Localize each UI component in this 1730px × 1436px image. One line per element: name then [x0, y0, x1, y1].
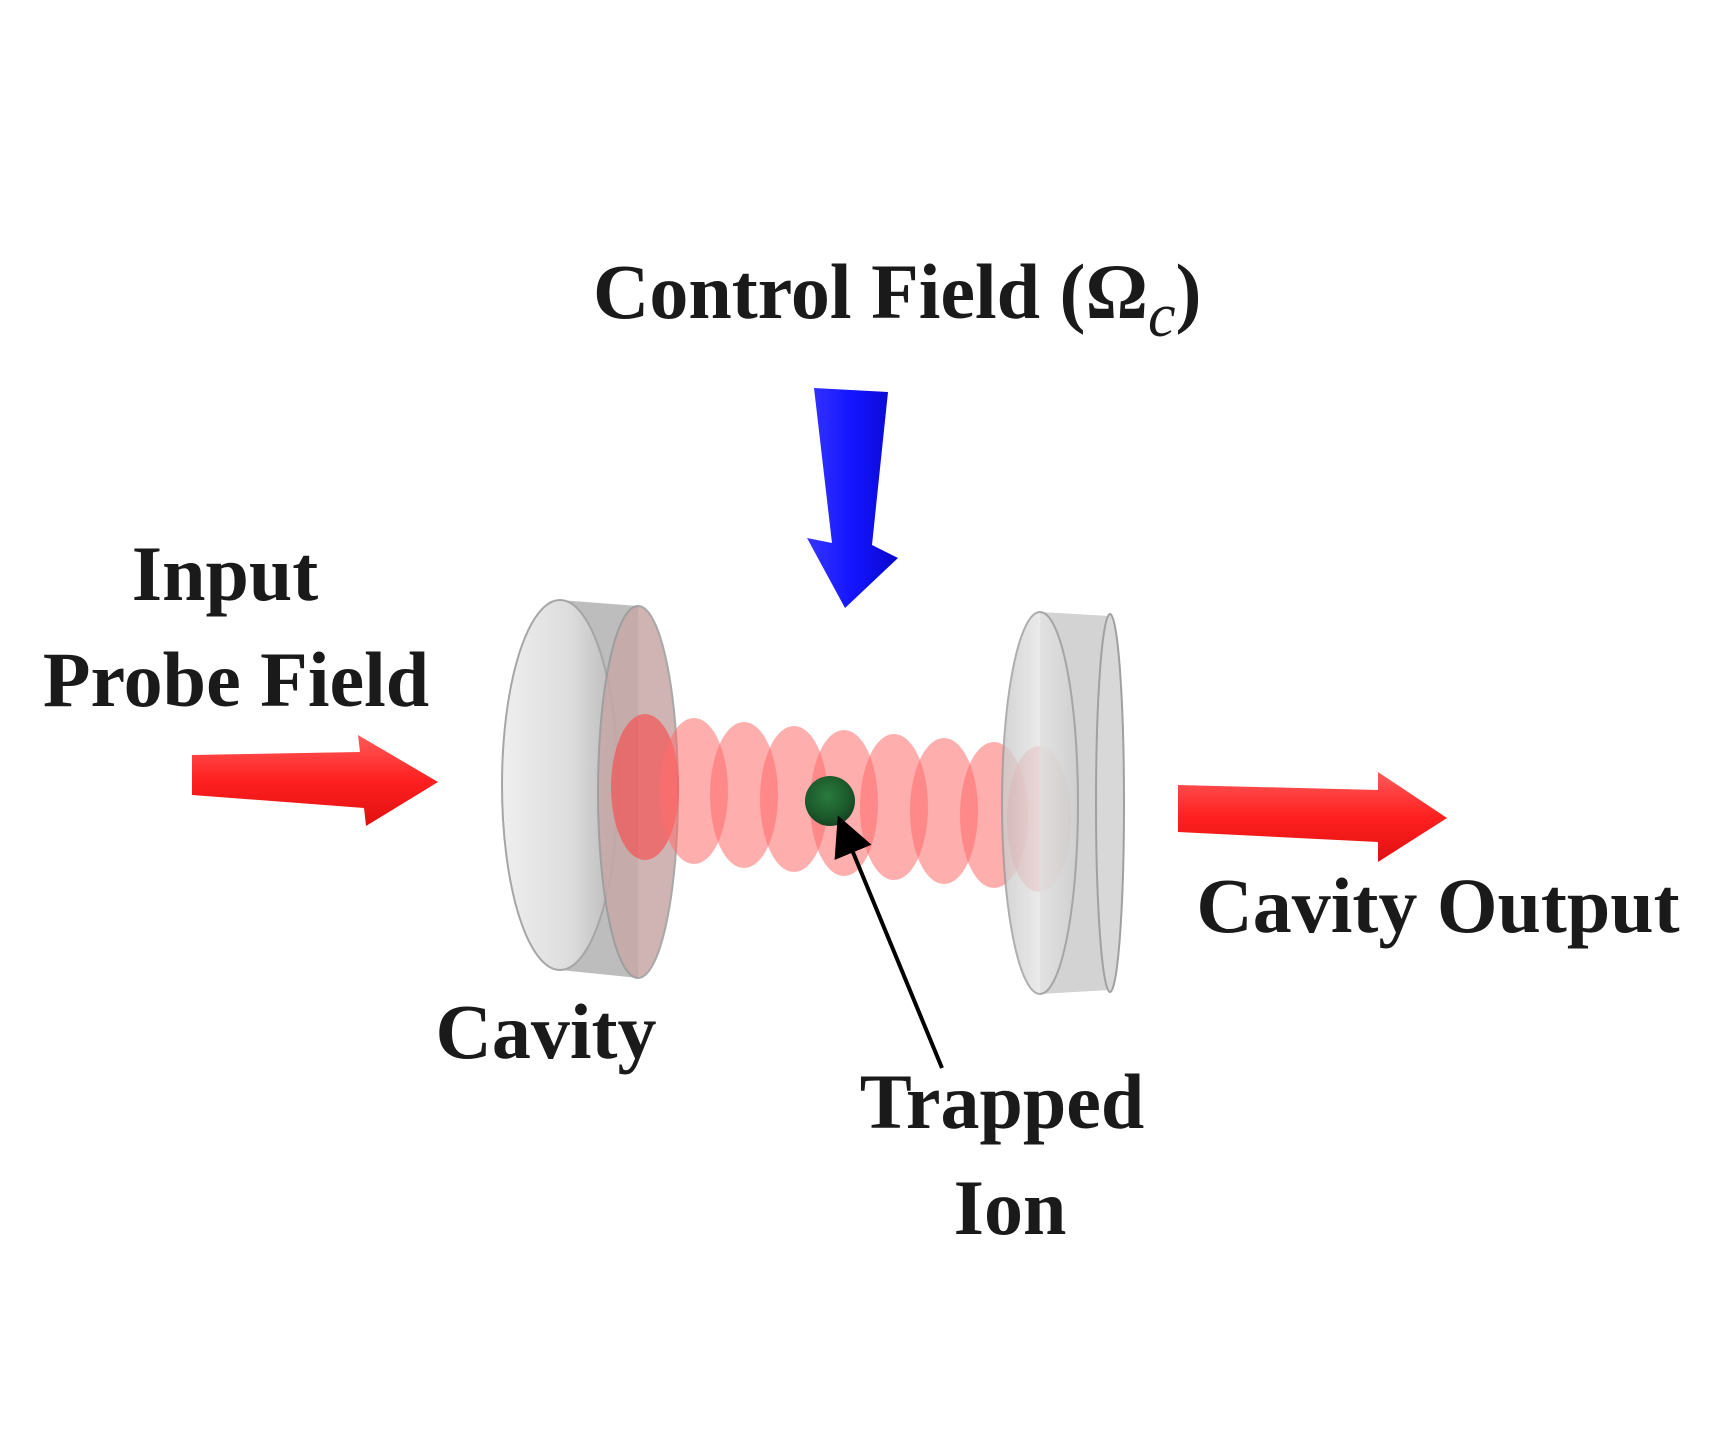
control-field-arrow: [807, 388, 898, 608]
input-label-line1: Input: [132, 530, 318, 617]
trapped-ion-label-line2: Ion: [954, 1164, 1067, 1251]
right-cavity-mirror: [1001, 611, 1125, 995]
trapped-ion: [805, 776, 855, 826]
trapped-ion-label-line1: Trapped: [860, 1058, 1145, 1145]
ion-pointer-arrow: [834, 815, 944, 1069]
left-cavity-mirror: [501, 599, 679, 979]
input-probe-arrow: [192, 735, 438, 826]
cavity-output-arrow: [1178, 772, 1447, 862]
cavity-output-label: Cavity Output: [1196, 862, 1679, 949]
input-label-line2: Probe Field: [43, 636, 429, 723]
cavity-label: Cavity: [436, 988, 657, 1075]
control-field-label: Control Field (Ωc): [593, 248, 1202, 350]
